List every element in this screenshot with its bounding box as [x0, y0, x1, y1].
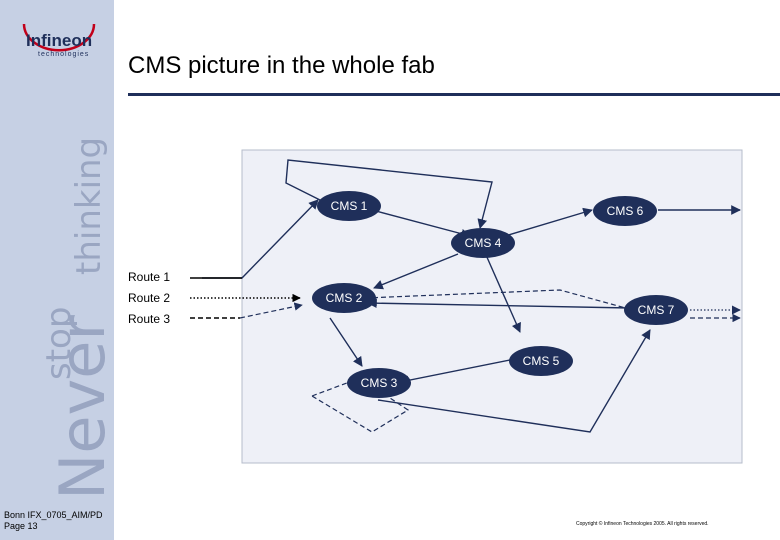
tagline-stop: stop	[39, 307, 79, 380]
node-cms5-label: CMS 5	[523, 354, 560, 368]
logo-name: Infineon	[26, 31, 92, 50]
logo-sub: technologies	[38, 51, 89, 58]
page-title: CMS picture in the whole fab	[128, 52, 435, 79]
node-cms1: CMS 1	[317, 191, 381, 221]
edge-cms1-loop	[285, 159, 493, 229]
node-cms4-label: CMS 4	[465, 236, 502, 250]
node-cms7: CMS 7	[624, 295, 688, 325]
node-cms7-label: CMS 7	[638, 303, 675, 317]
node-cms4: CMS 4	[451, 228, 515, 258]
brand-tagline: Never stop thinking	[39, 137, 114, 500]
edge-cms4-cms2	[373, 253, 459, 290]
dashed-cms2-cms5	[364, 289, 641, 313]
edge-cms7-cms2	[367, 298, 631, 309]
node-cms6-label: CMS 6	[607, 204, 644, 218]
route1-label: Route 1	[128, 270, 170, 284]
sidebar: Never stop thinking Infineon technologie…	[0, 0, 114, 540]
dashed-to-cms2	[239, 302, 303, 319]
node-cms3: CMS 3	[347, 368, 411, 398]
route3-label: Route 3	[128, 312, 170, 326]
route2-label: Route 2	[128, 291, 170, 305]
tagline-thinking: thinking	[69, 137, 109, 275]
copyright: Copyright © Infineon Technologies 2005. …	[576, 521, 709, 527]
footer-page: Page 13	[4, 521, 38, 531]
node-cms3-label: CMS 3	[361, 376, 398, 390]
edge-cms3-down	[377, 329, 651, 433]
edge-cms5-route	[399, 359, 511, 386]
node-cms1-label: CMS 1	[331, 199, 368, 213]
node-cms6: CMS 6	[593, 196, 657, 226]
edge-cms1-cms4	[371, 209, 471, 239]
node-cms5: CMS 5	[509, 346, 573, 376]
title-rule	[128, 93, 780, 96]
dashed-box	[310, 377, 410, 433]
infineon-logo: Infineon technologies	[22, 23, 96, 58]
footer-doc-id: Bonn IFX_0705_AIM/PD	[4, 510, 103, 520]
node-cms2: CMS 2	[312, 283, 376, 313]
edge-cms4-cms5	[485, 254, 521, 333]
edge-cms4-cms6	[504, 207, 593, 237]
edge-cms2-cms3	[329, 317, 363, 367]
tagline-never: Never	[46, 315, 114, 500]
node-cms2-label: CMS 2	[326, 291, 363, 305]
